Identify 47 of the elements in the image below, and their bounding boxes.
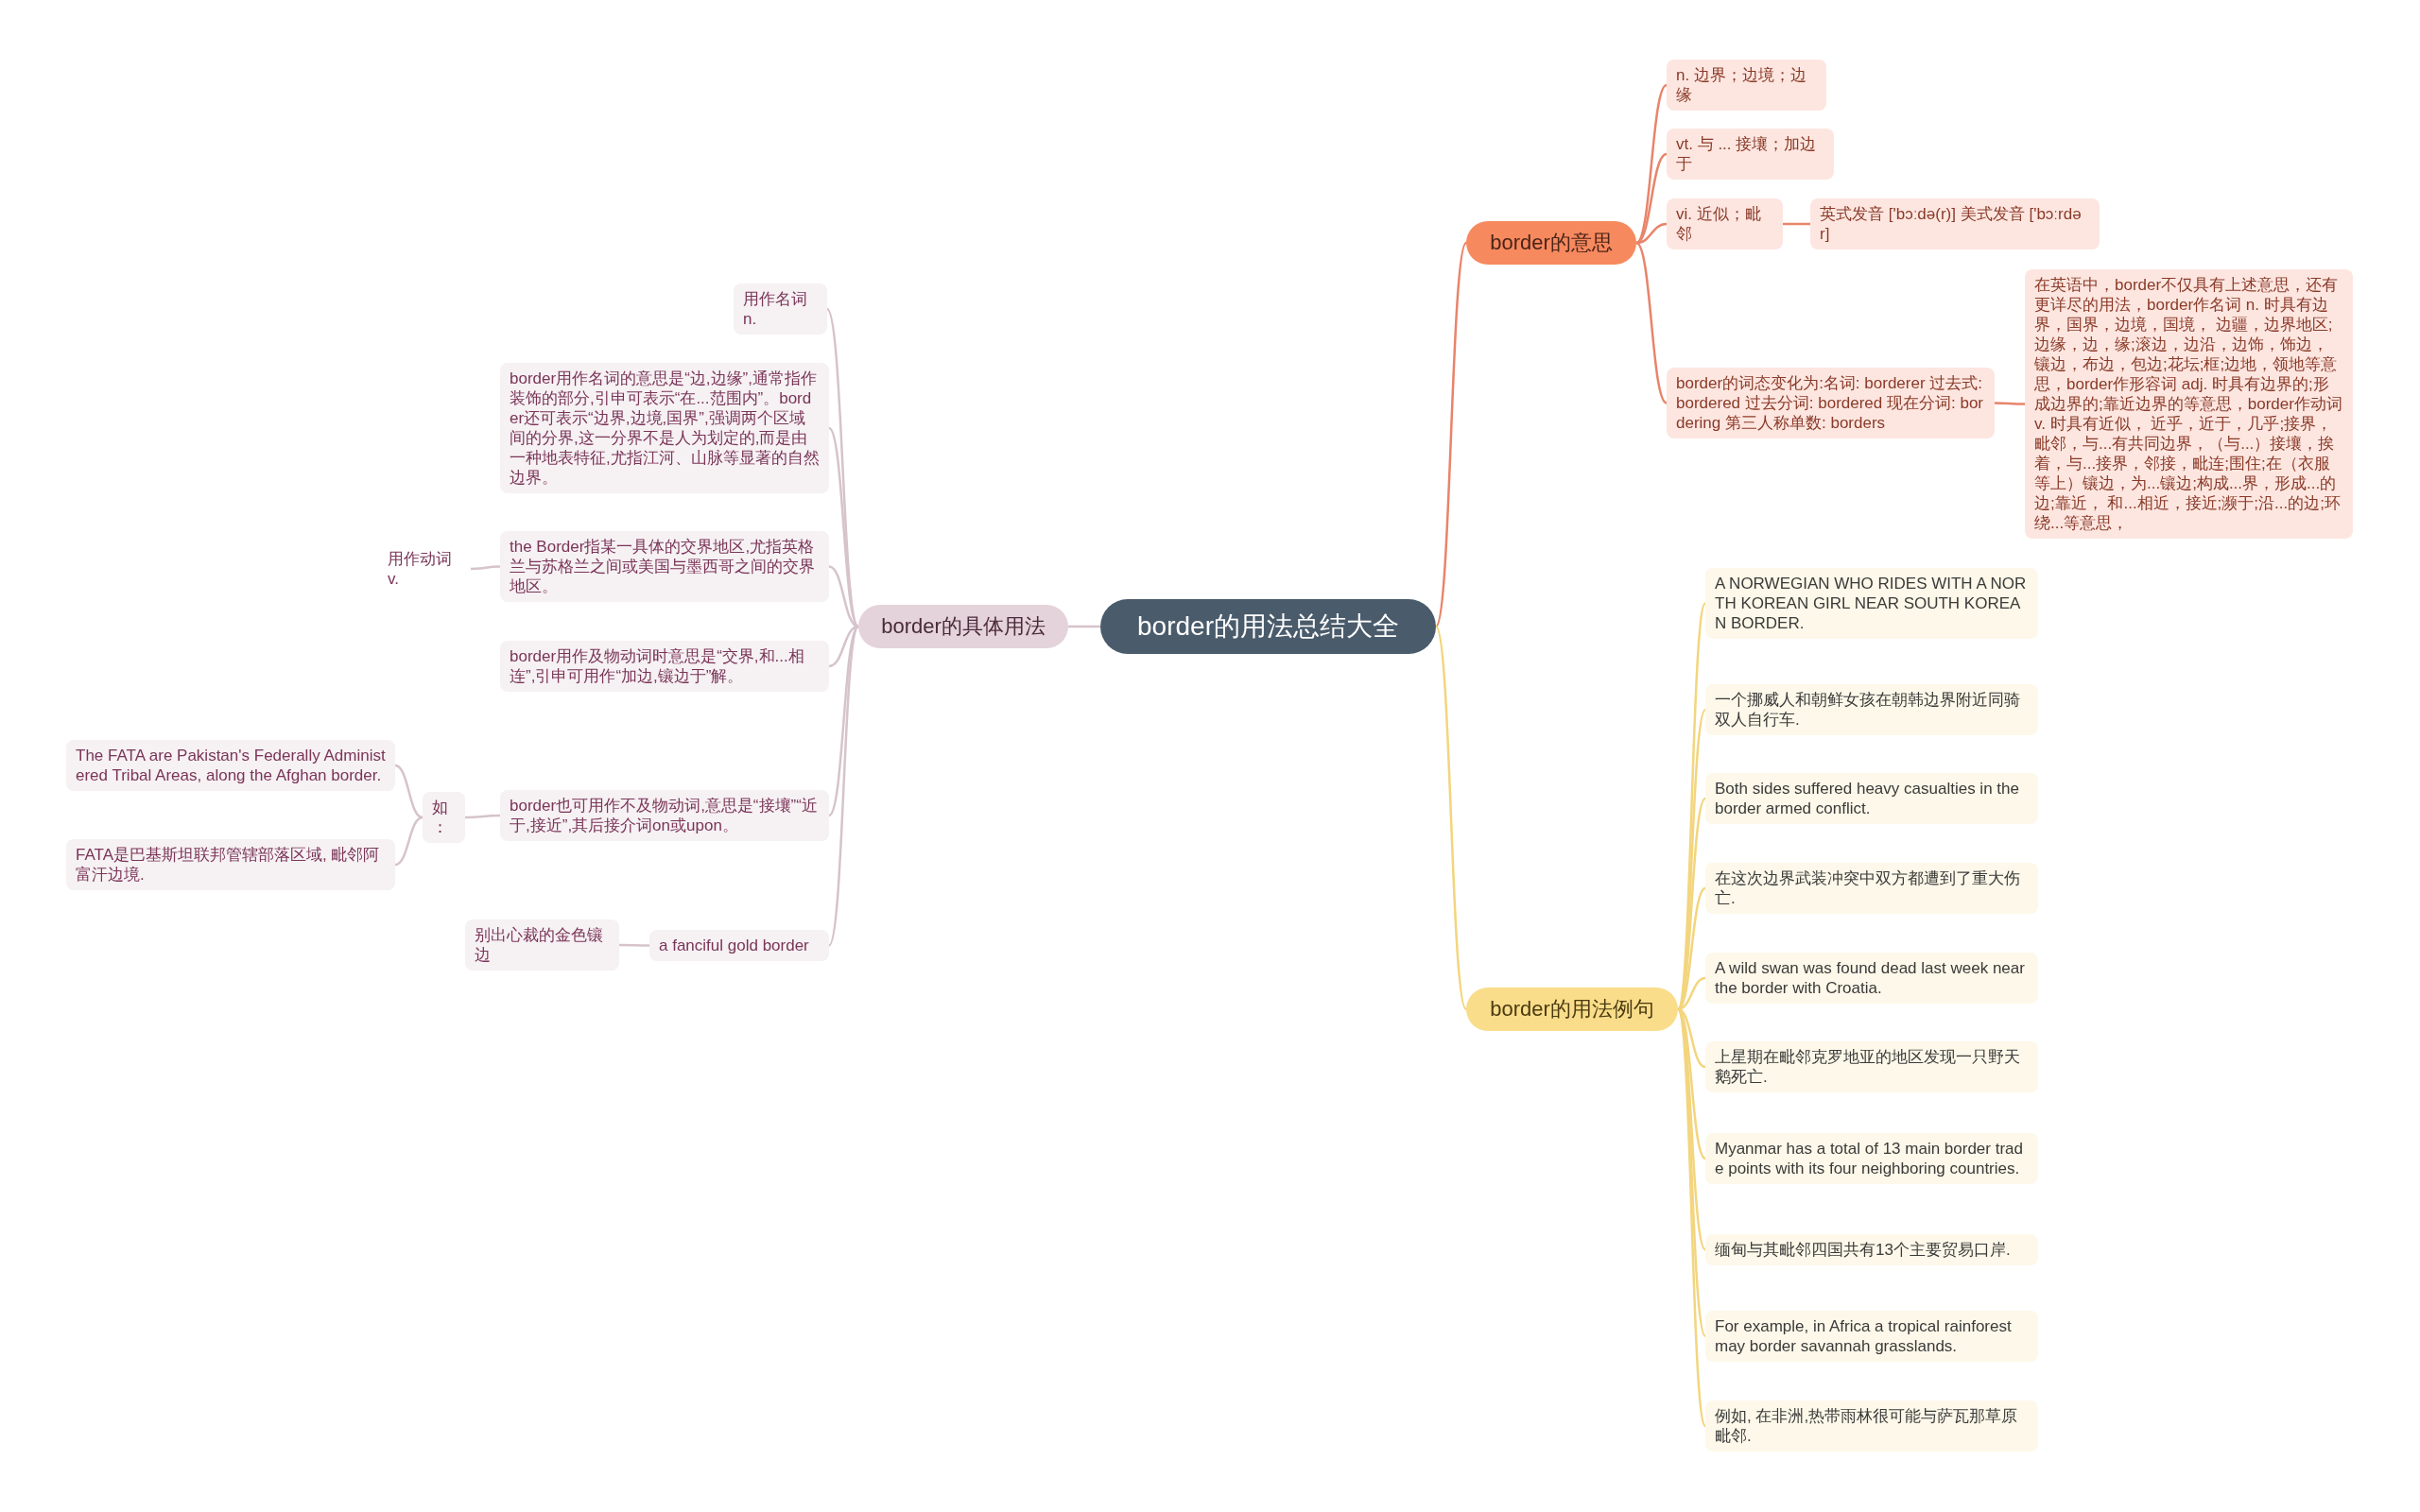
topic-box: 一个挪威人和朝鲜女孩在朝韩边界附近同骑双人自行车. [1705,684,2038,735]
connector-line [394,816,424,867]
topic-box: border的词态变化为:名词: borderer 过去式: bordered 过去分词: bordered 现在分词: bordering 第三人称单数: borders [1667,368,1995,438]
connector-line [1783,222,1810,226]
branch-topic: border的意思 [1466,221,1636,265]
topic-box: vt. 与 ... 接壤；加边于 [1667,129,1834,180]
topic-box: FATA是巴基斯坦联邦管辖部落区域, 毗邻阿富汗边境. [66,839,395,890]
topic-box: the Border指某一具体的交界地区,尤指英格兰与苏格兰之间或美国与墨西哥之间的交界地区。 [500,531,829,602]
topic-box: Myanmar has a total of 13 main border trade points with its four neighboring countries. [1705,1133,2038,1184]
topic-box: vi. 近似；毗邻 [1667,198,1783,249]
connector-line [828,626,859,816]
topic-box: border用作及物动词时意思是“交界,和...相连”,引申可用作“加边,镶边于”解。 [500,641,829,692]
topic-box: n. 边界；边境；边缘 [1667,60,1826,111]
topic-box: Both sides suffered heavy casualties in the border armed conflict. [1705,773,2038,824]
topic-box: The FATA are Pakistan's Federally Administered Tribal Areas, along the Afghan border. [66,740,395,791]
topic-box: 在这次边界武装冲突中双方都遭到了重大伤亡. [1705,863,2038,914]
topic-box: 英式发音 ['bɔːdə(r)] 美式发音 ['bɔːrdər] [1810,198,2100,249]
topic-box: 上星期在毗邻克罗地亚的地区发现一只野天鹅死亡. [1705,1041,2038,1092]
connector-line [827,626,860,947]
topic-box: 用作名词 n. [734,284,827,335]
branch-topic: border的用法例句 [1466,988,1678,1031]
topic-box: a fanciful gold border [649,930,829,961]
connector-line [1434,626,1468,1010]
topic-box: 别出心裁的金色镶边 [465,919,619,971]
connector-line [465,814,500,819]
branch-topic: border的具体用法 [858,605,1068,648]
connector-line [471,565,500,571]
connector-line [1434,242,1468,627]
topic-box: 如： [423,792,465,843]
branch-label: 用作动词 v. [378,543,471,594]
topic-box: For example, in Africa a tropical rainforest may border savannah grasslands. [1705,1311,2038,1362]
topic-box: A NORWEGIAN WHO RIDES WITH A NORTH KOREAN GIRL NEAR SOUTH KOREAN BORDER. [1705,568,2038,639]
connector-line [1635,242,1668,404]
connector-line [825,308,860,627]
topic-box: border用作名词的意思是“边,边缘”,通常指作装饰的部分,引申可表示“在...范围内”。border还可表示“边界,边境,国界”,强调两个区域间的分界,这一分界不是人为划定的,而是由一种地表特征,尤指江河、山脉等显著的自然边界。 [500,363,829,493]
topic-box: 缅甸与其毗邻四国共有13个主要贸易口岸. [1705,1234,2038,1265]
topic-box: 例如, 在非洲,热带雨林很可能与萨瓦那草原毗邻. [1705,1400,2038,1452]
connector-line [828,427,859,627]
connector-line [394,764,424,819]
connector-line [1635,222,1668,245]
topic-box: border也可用作不及物动词,意思是“接壤”“近于,接近”,其后接介词on或upon。 [500,790,829,841]
connector-line [619,943,649,947]
connector-line [1068,625,1100,628]
central-topic: border的用法总结大全 [1100,599,1436,654]
topic-box: A wild swan was found dead last week near the border with Croatia. [1705,953,2038,1004]
topic-box: 在英语中，border不仅具有上述意思，还有更详尽的用法，border作名词 n. 时具有边界，国界，边境，国境， 边疆，边界地区;边缘，边，缘;滚边，边沿，边饰，饰边，镶边，布边，包边;花坛;框;边地，领地等意思，border作形容词 adj. 时具有边界的;形成边界的;靠近边界的等意思，border作动词 v. 时具有近似， 近乎，近于，几乎;接界，毗邻，与...有共同边界，（与...）接壤，挨着，与...接界，邻接，毗连;围住;在（衣服等上）镶边，为...镶边;构成...界，形成...的边;靠近， 和...相近，接近;濒于;沿...的边;环绕...等意思， [2025,269,2353,539]
connector-line [1995,402,2025,405]
